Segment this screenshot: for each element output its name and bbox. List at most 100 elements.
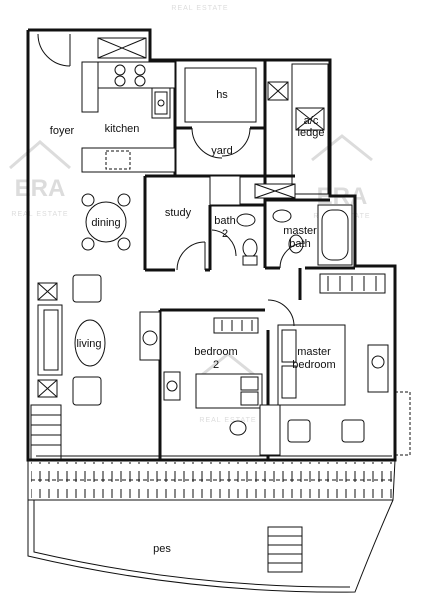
study-door bbox=[176, 241, 206, 271]
kitchen-bottom-counter bbox=[81, 147, 176, 173]
pillow bbox=[281, 329, 297, 363]
bay-window bbox=[395, 391, 411, 456]
label-bedroom: bedroom bbox=[194, 346, 237, 358]
pes-inner-boundary bbox=[33, 500, 351, 588]
label-master: master bbox=[283, 225, 317, 237]
bathtub bbox=[317, 204, 353, 266]
label-master-bedroom-2: bedroom bbox=[292, 359, 335, 371]
living-steps bbox=[30, 404, 62, 461]
bathtub-basin bbox=[321, 209, 349, 261]
door-swing bbox=[211, 229, 237, 257]
wardrobe bbox=[213, 317, 259, 334]
pes-steps bbox=[267, 526, 303, 573]
side-table-cross bbox=[37, 282, 58, 301]
armchair bbox=[72, 376, 102, 406]
sofa-seat bbox=[43, 309, 59, 371]
tv-icon bbox=[142, 330, 158, 346]
ac-ledge-outline bbox=[291, 63, 329, 195]
pillow bbox=[281, 365, 297, 399]
entrance-door bbox=[37, 33, 71, 67]
toilet bbox=[288, 234, 304, 254]
door-swing bbox=[267, 299, 295, 327]
toilet-tank bbox=[242, 255, 258, 266]
armchair bbox=[287, 419, 311, 443]
master-bedroom-furniture bbox=[259, 273, 389, 456]
watermark-tagline: REAL ESTATE bbox=[199, 417, 256, 424]
hood-box-cross bbox=[97, 37, 147, 59]
kitchen-sink bbox=[151, 87, 171, 119]
chair bbox=[229, 420, 247, 436]
label-pes: pes bbox=[153, 543, 171, 555]
ac-unit-cross bbox=[295, 107, 325, 131]
watermark-left: ERA REAL ESTATE bbox=[9, 140, 71, 218]
column-cross bbox=[267, 81, 289, 101]
door-swing bbox=[176, 241, 206, 271]
label-living: living bbox=[76, 338, 101, 350]
sink-drain-icon bbox=[157, 99, 165, 107]
watermark-roof-icon bbox=[9, 140, 71, 170]
hs-interior bbox=[184, 67, 257, 123]
fridge bbox=[105, 150, 131, 170]
study-desk bbox=[163, 371, 181, 401]
exterior-wall bbox=[26, 28, 397, 462]
pillow bbox=[240, 376, 259, 391]
label-bath-number: 2 bbox=[222, 228, 228, 240]
kitchen-fittings bbox=[81, 37, 176, 173]
room-labels: foyer kitchen hs yard a/c ledge dining s… bbox=[50, 89, 336, 555]
door-swing bbox=[279, 242, 306, 269]
basin bbox=[272, 209, 292, 223]
stove-burner-icon bbox=[114, 75, 126, 87]
household-shelter-fittings bbox=[184, 67, 289, 159]
sink-bowl bbox=[154, 91, 168, 115]
dining-chair bbox=[81, 193, 95, 207]
watermark-tagline: REAL ESTATE bbox=[11, 211, 68, 218]
dining-set bbox=[81, 193, 131, 251]
watermark-roof-icon bbox=[197, 352, 259, 380]
bedroom2-furniture bbox=[163, 317, 263, 436]
tv-icon bbox=[371, 355, 385, 369]
tv-console bbox=[139, 311, 161, 361]
dining-table bbox=[85, 201, 127, 243]
steps-outline bbox=[30, 404, 62, 461]
watermark-brand: ERA bbox=[15, 175, 66, 202]
pes-boundary bbox=[27, 459, 396, 593]
side-table-cross bbox=[37, 379, 58, 398]
dining-chair bbox=[81, 237, 95, 251]
stove-burner-icon bbox=[134, 64, 146, 76]
yard-door-swing bbox=[191, 127, 223, 159]
pillow bbox=[240, 391, 259, 406]
label-ledge: ledge bbox=[298, 127, 325, 139]
label-bedroom-number: 2 bbox=[213, 359, 219, 371]
armchair bbox=[72, 274, 102, 303]
watermark-tagline: REAL ESTATE bbox=[171, 5, 228, 12]
ac-condenser-cross bbox=[254, 183, 296, 199]
label-master-bath: bath bbox=[289, 238, 310, 250]
label-dining: dining bbox=[91, 217, 120, 229]
label-hs: hs bbox=[216, 89, 228, 101]
label-bath: bath bbox=[214, 215, 235, 227]
watermark-top: REAL ESTATE bbox=[171, 5, 228, 12]
built-in-cabinet bbox=[259, 404, 281, 456]
watermark-roof-icon bbox=[311, 134, 373, 162]
coffee-table bbox=[74, 319, 106, 367]
label-ac: a/c bbox=[304, 115, 319, 127]
basin bbox=[236, 213, 256, 227]
steps-outline bbox=[267, 526, 303, 573]
bed bbox=[277, 324, 346, 406]
living-furniture bbox=[37, 274, 161, 406]
stove-burner-icon bbox=[114, 64, 126, 76]
label-kitchen: kitchen bbox=[105, 123, 140, 135]
bed bbox=[195, 373, 263, 409]
service-shaft bbox=[209, 175, 241, 206]
label-yard: yard bbox=[211, 145, 232, 157]
master-bath-fittings bbox=[272, 204, 353, 269]
door-swing bbox=[37, 33, 71, 67]
dining-chair bbox=[117, 193, 131, 207]
armchair bbox=[341, 419, 365, 443]
balcony-deck bbox=[31, 462, 393, 498]
ac-ledge bbox=[209, 63, 329, 206]
label-foyer: foyer bbox=[50, 125, 75, 137]
label-master-bedroom-1: master bbox=[297, 346, 331, 358]
bath2-fittings bbox=[211, 213, 258, 266]
